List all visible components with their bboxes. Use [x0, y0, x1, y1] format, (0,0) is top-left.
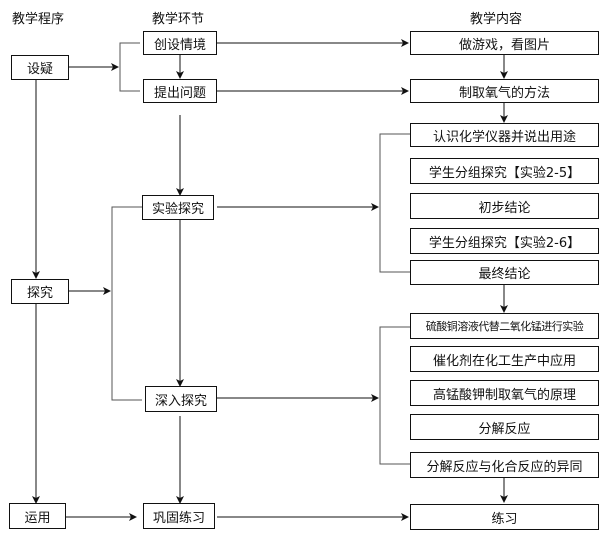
stage-box: 创设情境: [143, 31, 217, 55]
procedure-box: 探究: [11, 279, 69, 304]
content-box: 制取氧气的方法: [410, 79, 599, 103]
content-box: 学生分组探究【实验2-6】: [410, 228, 599, 254]
bracket-stage-2: [111, 206, 142, 401]
content-box: 分解反应: [410, 414, 599, 440]
bracket-stage-1: [119, 42, 140, 92]
header-content: 教学内容: [470, 12, 523, 27]
procedure-box: 运用: [9, 503, 66, 529]
content-box: 分解反应与化合反应的异同: [410, 452, 599, 478]
stage-box: 提出问题: [143, 79, 217, 103]
header-stage: 教学环节: [152, 12, 205, 27]
content-box: 练习: [410, 504, 599, 530]
bracket-content-1: [379, 133, 410, 273]
stage-box: 深入探究: [145, 386, 217, 412]
procedure-box: 设疑: [11, 55, 69, 80]
content-box: 硫酸铜溶液代替二氧化锰进行实验: [410, 313, 599, 339]
content-box: 最终结论: [410, 260, 599, 285]
header-procedure: 教学程序: [12, 12, 65, 27]
stage-box: 巩固练习: [143, 503, 215, 529]
content-box: 做游戏，看图片: [410, 31, 599, 55]
content-box: 认识化学仪器并说出用途: [410, 123, 599, 147]
stage-box: 实验探究: [142, 195, 214, 220]
bracket-content-2: [379, 326, 410, 465]
content-box: 学生分组探究【实验2-5】: [410, 158, 599, 184]
content-box: 催化剂在化工生产中应用: [410, 346, 599, 372]
content-box: 高锰酸钾制取氧气的原理: [410, 380, 599, 406]
content-box: 初步结论: [410, 193, 599, 219]
